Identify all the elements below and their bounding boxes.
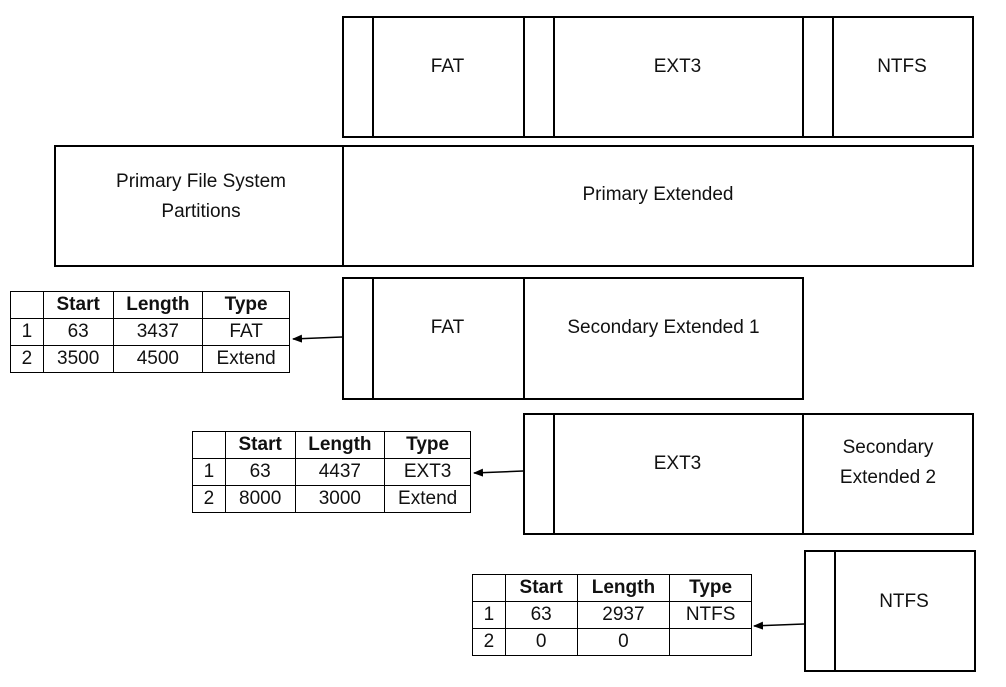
table-header-cell: Start xyxy=(504,574,578,602)
table-row: 1 63 2937 NTFS xyxy=(472,601,752,629)
table-row: 1 63 4437 EXT3 xyxy=(192,458,471,486)
table-header-cell xyxy=(10,291,44,319)
arrow-ext2-to-table-2 xyxy=(473,468,524,477)
table-row: 2 0 0 xyxy=(472,628,752,656)
table-cell: 0 xyxy=(576,628,671,656)
top-fat-label: FAT xyxy=(430,56,465,77)
secondary-extended-2-label: Secondary Extended 2 xyxy=(839,437,937,488)
table-cell: 1 xyxy=(10,318,44,346)
table-cell: 3437 xyxy=(112,318,204,346)
table-cell: 2937 xyxy=(576,601,671,629)
last-ntfs-label: NTFS xyxy=(879,591,929,612)
secondary-ext1-fat-label: FAT xyxy=(430,317,465,338)
table-cell: 0 xyxy=(504,628,578,656)
primary-fs-partitions-box: Primary File System Partitions xyxy=(54,145,344,267)
table-row: 1 63 3437 FAT xyxy=(10,318,290,346)
table-cell: 8000 xyxy=(224,485,296,513)
table-header-cell: Type xyxy=(202,291,290,319)
table-header-cell: Length xyxy=(294,431,386,459)
table-cell: 63 xyxy=(42,318,114,346)
table-header-cell: Type xyxy=(669,574,752,602)
secondary-ext1-fat-box: FAT xyxy=(342,277,525,400)
table-row: 2 3500 4500 Extend xyxy=(10,345,290,373)
table-header-cell: Length xyxy=(576,574,671,602)
table-cell: 1 xyxy=(472,601,506,629)
secondary-ext2-ext3-label: EXT3 xyxy=(653,453,702,474)
last-ntfs-box: NTFS xyxy=(804,550,976,672)
secondary-extended-1-box: Secondary Extended 1 xyxy=(523,277,804,400)
table-cell: 4500 xyxy=(112,345,204,373)
partition-table-1: Start Length Type 1 63 3437 FAT 2 3500 4… xyxy=(10,291,290,373)
table-cell: 4437 xyxy=(294,458,386,486)
table-header-row: Start Length Type xyxy=(192,431,471,459)
table-cell: 63 xyxy=(224,458,296,486)
table-header-row: Start Length Type xyxy=(10,291,290,319)
primary-fs-partitions-label: Primary File System Partitions xyxy=(116,171,286,222)
secondary-ext2-ext3-box: EXT3 xyxy=(523,413,804,535)
table-cell: 2 xyxy=(10,345,44,373)
table-cell: 63 xyxy=(504,601,578,629)
arrow-ext1-to-table-1 xyxy=(292,334,343,343)
primary-extended-label: Primary Extended xyxy=(582,184,734,205)
partition-table-2: Start Length Type 1 63 4437 EXT3 2 8000 … xyxy=(192,431,471,513)
top-ext3-partition: EXT3 xyxy=(523,16,804,138)
top-ntfs-label: NTFS xyxy=(877,56,927,77)
table-header-row: Start Length Type xyxy=(472,574,752,602)
top-ntfs-partition: NTFS xyxy=(802,16,974,138)
boot-sector-strip xyxy=(806,552,836,670)
table-cell: Extend xyxy=(202,345,290,373)
table-header-cell: Start xyxy=(224,431,296,459)
table-cell: EXT3 xyxy=(384,458,471,486)
table-header-cell: Length xyxy=(112,291,204,319)
secondary-extended-1-label: Secondary Extended 1 xyxy=(567,317,760,338)
table-header-cell: Start xyxy=(42,291,114,319)
table-cell: Extend xyxy=(384,485,471,513)
partition-table-3: Start Length Type 1 63 2937 NTFS 2 0 0 xyxy=(472,574,752,656)
table-cell: 1 xyxy=(192,458,226,486)
table-cell: FAT xyxy=(202,318,290,346)
top-fat-partition: FAT xyxy=(342,16,525,138)
boot-sector-strip xyxy=(344,18,374,136)
top-ext3-label: EXT3 xyxy=(653,56,702,77)
boot-sector-strip xyxy=(525,18,555,136)
boot-sector-strip xyxy=(525,415,555,533)
boot-sector-strip xyxy=(804,18,834,136)
table-cell: 2 xyxy=(472,628,506,656)
boot-sector-strip xyxy=(344,279,374,398)
table-cell: 3000 xyxy=(294,485,386,513)
table-cell xyxy=(669,628,752,656)
primary-extended-box: Primary Extended xyxy=(342,145,974,267)
arrow-ntfs-to-table-3 xyxy=(753,621,805,630)
table-cell: 3500 xyxy=(42,345,114,373)
table-cell: 2 xyxy=(192,485,226,513)
table-header-cell xyxy=(472,574,506,602)
table-row: 2 8000 3000 Extend xyxy=(192,485,471,513)
table-cell: NTFS xyxy=(669,601,752,629)
secondary-extended-2-box: Secondary Extended 2 xyxy=(802,413,974,535)
table-header-cell: Type xyxy=(384,431,471,459)
table-header-cell xyxy=(192,431,226,459)
